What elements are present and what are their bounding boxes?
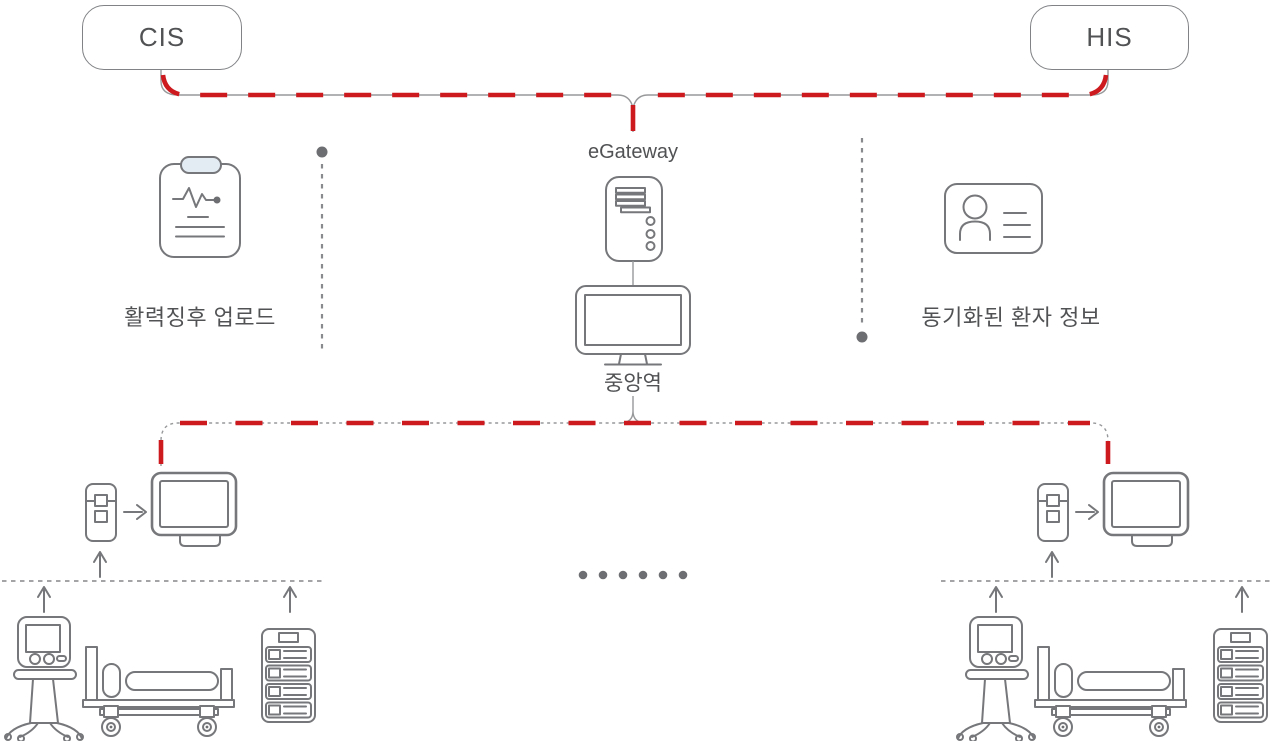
vitals-upload-flow-line <box>316 146 328 349</box>
hospital-bed-icon <box>82 646 235 737</box>
node-cis-label: CIS <box>138 22 186 52</box>
up-arrow-icon <box>989 586 1003 613</box>
patient-card-icon <box>944 183 1043 254</box>
ventilator-icon <box>4 616 84 741</box>
vitals-clipboard-icon <box>159 156 241 258</box>
up-arrow-icon <box>283 586 297 613</box>
patient-sync-flow-line <box>856 138 868 343</box>
bedside-group-right <box>941 471 1273 741</box>
up-arrow-icon <box>1235 586 1249 613</box>
bedside-monitor-icon <box>1102 471 1190 548</box>
top-network-link <box>160 68 1109 132</box>
transfer-arrow-icon <box>123 504 147 520</box>
up-arrow-icon <box>37 586 51 613</box>
egateway-server-icon <box>605 176 663 286</box>
ventilator-icon <box>956 616 1036 741</box>
node-his-label: HIS <box>1086 22 1133 52</box>
bedside-group-left <box>2 471 325 741</box>
dock-module-icon <box>1037 483 1069 542</box>
vitals-upload-label: 활력징후 업로드 <box>124 305 276 330</box>
up-arrow-icon <box>1045 551 1059 578</box>
flow-endpoint-dot <box>316 146 328 158</box>
transfer-arrow-icon <box>1075 504 1099 520</box>
patient-sync-label: 동기화된 환자 정보 <box>921 305 1101 330</box>
up-arrow-icon <box>93 551 107 578</box>
infusion-pump-stack-icon <box>1213 628 1268 723</box>
infusion-pump-stack-icon <box>261 628 316 723</box>
central-station-label: 중앙역 <box>604 372 662 395</box>
central-station-monitor-icon <box>575 285 691 366</box>
ellipsis-dots <box>578 570 688 580</box>
dock-module-icon <box>85 483 117 542</box>
node-cis: CIS <box>82 5 242 70</box>
hospital-bed-icon <box>1034 646 1187 737</box>
node-his: HIS <box>1030 5 1189 70</box>
flow-endpoint-dot <box>856 331 868 343</box>
egateway-label: eGateway <box>587 141 679 163</box>
bottom-network-link <box>158 396 1111 466</box>
bedside-monitor-icon <box>150 471 238 548</box>
